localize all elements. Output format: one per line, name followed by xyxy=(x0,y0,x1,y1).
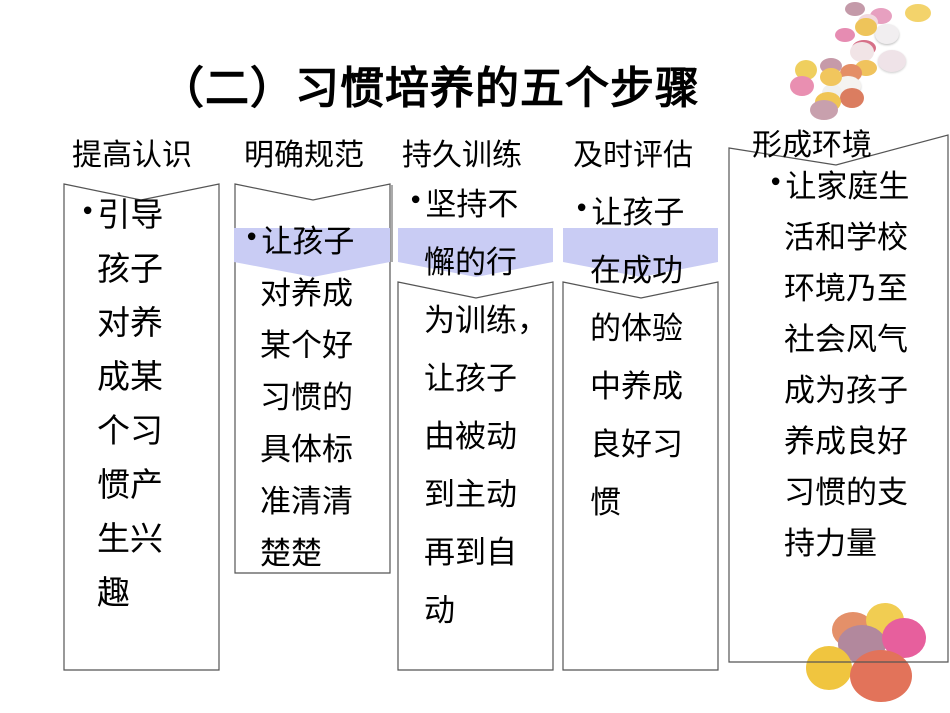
bullet-icon: • xyxy=(408,186,424,216)
step-2-heading: 明确规范 xyxy=(244,138,364,173)
step-2-content: •让孩子 对养成 某个好 习惯的 具体标 准清清 楚楚 xyxy=(244,223,355,572)
step-1-box xyxy=(63,183,220,671)
step-5-heading: 形成环境 xyxy=(752,128,872,163)
step-4-content: •让孩子 在成功 的体验 中养成 良好习 惯 xyxy=(574,194,685,521)
step-4-box xyxy=(562,281,719,671)
step-5-content: •让家庭生 活和学校 环境乃至 社会风气 成为孩子 养成良好 习惯的支 持力量 xyxy=(768,168,910,562)
bullet-icon: • xyxy=(80,197,96,227)
step-3-content: •坚持不 懈的行 为训练， 让孩子 由被动 到主动 再到自 动 xyxy=(408,186,548,629)
step-2-box xyxy=(234,183,391,574)
step-3-band xyxy=(398,228,553,277)
slide-title: （二）习惯培养的五个步骤 xyxy=(160,63,700,114)
step-3-box xyxy=(397,281,554,671)
step-5-box xyxy=(728,134,949,663)
step-1-heading: 提高认识 xyxy=(72,138,192,173)
step-4-band xyxy=(563,228,718,277)
bullet-icon: • xyxy=(244,223,260,253)
step-1-content: •引导 孩子 对养 成某 个习 惯产 生兴 趣 xyxy=(80,195,164,612)
bullet-icon: • xyxy=(574,194,590,224)
bullet-icon: • xyxy=(768,168,784,198)
step-4-heading: 及时评估 xyxy=(573,138,693,173)
step-2-band xyxy=(234,228,390,277)
step-3-heading: 持久训练 xyxy=(402,138,522,173)
